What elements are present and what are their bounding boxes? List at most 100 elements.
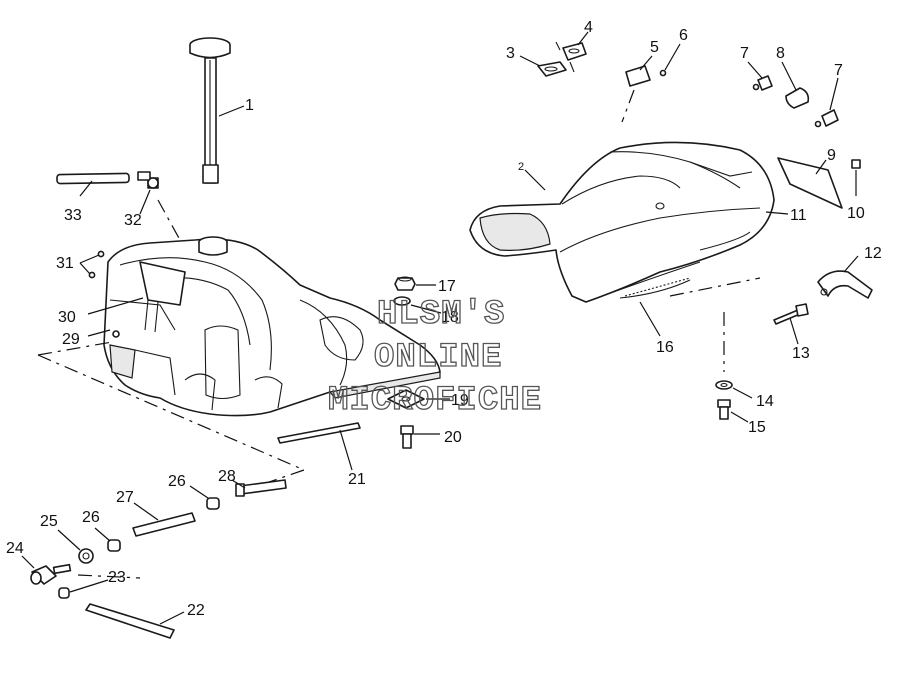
part-14-washer <box>715 380 733 390</box>
callout-19: 19 <box>451 392 469 409</box>
part-4-clip <box>555 41 587 73</box>
leader-7-upper <box>747 61 763 79</box>
part-31-screws <box>88 250 105 279</box>
callout-30: 30 <box>58 309 76 326</box>
center-line-5 <box>621 89 635 123</box>
part-5-plate <box>625 65 651 87</box>
leader-13 <box>789 317 799 345</box>
part-6-screw <box>659 69 667 77</box>
leader-27 <box>133 502 159 521</box>
part-12-bracket <box>817 270 873 299</box>
part-15-bolt <box>717 399 731 420</box>
callout-23: 23 <box>108 569 126 586</box>
center-line-seat <box>669 277 761 297</box>
callout-17: 17 <box>438 278 456 295</box>
callout-26-upper: 26 <box>168 473 186 490</box>
callout-20: 20 <box>444 429 462 446</box>
leader-32 <box>139 189 151 215</box>
leader-11 <box>765 211 789 215</box>
part-32-elbow-fitting <box>137 171 159 189</box>
part-30-bracket <box>139 261 186 333</box>
callout-26-lower: 26 <box>82 509 100 526</box>
leader-12 <box>843 255 859 273</box>
callout-31: 31 <box>56 255 74 272</box>
part-22-hose <box>85 603 175 639</box>
leader-16 <box>639 301 661 337</box>
part-9-reflector <box>777 157 843 209</box>
fuel-tank <box>103 236 441 417</box>
leader-31 <box>79 254 100 275</box>
callout-1: 1 <box>245 97 254 114</box>
leader-26-lower <box>94 527 111 542</box>
center-line-tank-left <box>37 341 113 356</box>
callout-22: 22 <box>187 602 205 619</box>
center-line-tank-lower <box>37 354 305 471</box>
callout-27: 27 <box>116 489 134 506</box>
callout-3: 3 <box>506 45 515 62</box>
callout-24: 24 <box>6 540 24 557</box>
part-18-washer <box>393 296 411 306</box>
callout-21: 21 <box>348 471 366 488</box>
leader-5 <box>639 55 653 71</box>
part-27-hose <box>132 512 196 537</box>
callout-7-lower: 7 <box>834 62 843 79</box>
callout-11: 11 <box>790 207 807 224</box>
leader-26-upper <box>189 485 209 499</box>
leader-3 <box>519 55 541 67</box>
leader-8 <box>781 61 797 91</box>
part-8-plug <box>785 87 810 109</box>
part-26-clamp-lower <box>107 539 121 552</box>
part-28-fitting <box>235 479 287 497</box>
part-3-grommet <box>537 61 567 77</box>
leader-33 <box>79 180 93 197</box>
callout-13: 13 <box>792 345 810 362</box>
leader-15 <box>730 411 749 423</box>
part-25-fitting <box>78 548 94 564</box>
callout-9: 9 <box>827 147 836 164</box>
part-7-pin-lower <box>814 109 839 128</box>
callout-2: 2 <box>518 161 524 173</box>
callout-7-upper: 7 <box>740 45 749 62</box>
part-33-vent-hose <box>56 172 130 185</box>
seat <box>469 141 775 303</box>
callout-33: 33 <box>64 207 82 224</box>
callout-12: 12 <box>864 245 882 262</box>
watermark-line-3: MICROFICHE <box>328 382 542 420</box>
part-26-clamp-upper <box>206 497 220 510</box>
leader-21 <box>339 429 353 471</box>
leader-1 <box>218 105 245 117</box>
part-7-pin-upper <box>752 75 773 91</box>
center-line-32 <box>157 199 181 241</box>
callout-15: 15 <box>748 419 766 436</box>
leader-25 <box>57 529 81 551</box>
part-1-fuel-sender <box>189 37 231 184</box>
leader-23 <box>69 579 109 593</box>
watermark-line-2: ONLINE <box>374 339 502 377</box>
leader-18 <box>410 304 442 314</box>
part-24-valve <box>30 563 72 585</box>
watermark-line-1: HLSM'S <box>377 296 505 334</box>
leader-24 <box>21 555 35 569</box>
callout-14: 14 <box>756 393 774 410</box>
part-13-bolt <box>773 303 809 325</box>
leader-29 <box>87 329 111 337</box>
leader-9 <box>815 159 827 175</box>
leader-22 <box>159 611 185 625</box>
callout-10: 10 <box>847 205 865 222</box>
leader-7-lower <box>829 77 839 111</box>
callout-18: 18 <box>441 309 459 326</box>
part-17-nut <box>394 276 416 291</box>
leader-2 <box>524 169 546 191</box>
part-20-bolt <box>400 425 414 449</box>
callout-6: 6 <box>679 27 688 44</box>
callout-28: 28 <box>218 468 236 485</box>
callout-29: 29 <box>62 331 80 348</box>
leader-14 <box>732 387 753 399</box>
callout-8: 8 <box>776 45 785 62</box>
callout-16: 16 <box>656 339 674 356</box>
center-line-24 <box>77 574 141 579</box>
callout-5: 5 <box>650 39 659 56</box>
callout-4: 4 <box>584 19 593 36</box>
